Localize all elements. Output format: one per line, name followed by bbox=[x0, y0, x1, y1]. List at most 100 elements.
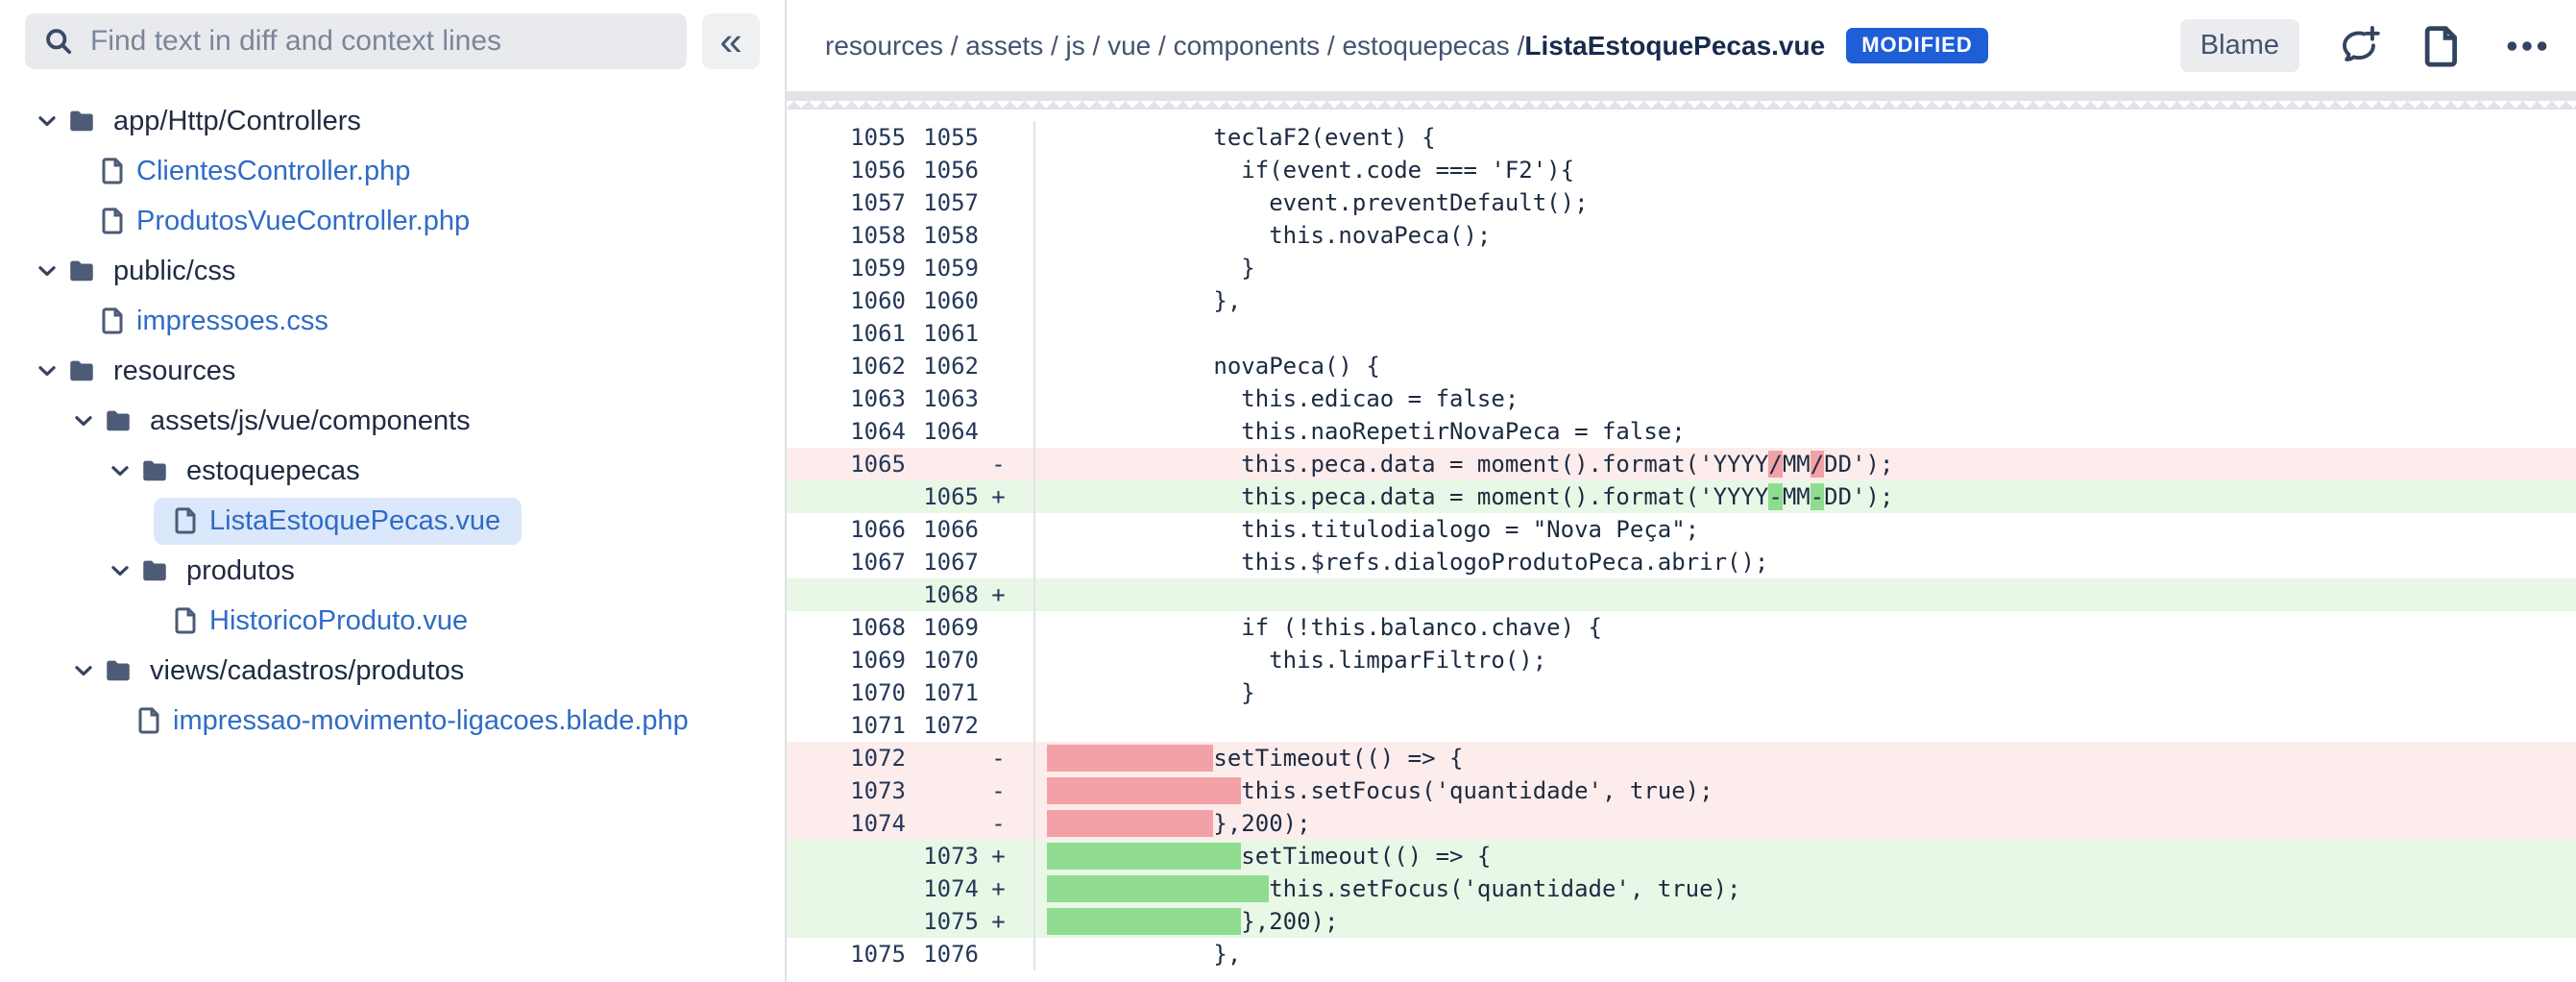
tree-file-link[interactable]: impressao-movimento-ligacoes.blade.php bbox=[173, 704, 689, 736]
view-source-button[interactable] bbox=[2418, 20, 2467, 72]
tree-folder-row[interactable]: assets/js/vue/components bbox=[0, 396, 785, 446]
new-line-number[interactable]: 1071 bbox=[923, 679, 979, 706]
more-options-button[interactable] bbox=[2499, 21, 2555, 71]
tree-file[interactable]: HistoricoProduto.vue bbox=[154, 598, 489, 645]
tree-file-link[interactable]: ListaEstoquePecas.vue bbox=[209, 504, 501, 536]
old-line-number[interactable]: 1067 bbox=[850, 549, 906, 576]
new-line-number[interactable] bbox=[906, 774, 979, 807]
diff-search-box[interactable] bbox=[25, 13, 687, 69]
tree-file[interactable]: impressoes.css bbox=[81, 298, 350, 345]
tree-file[interactable]: impressao-movimento-ligacoes.blade.php bbox=[117, 698, 710, 745]
old-line-number[interactable]: 1060 bbox=[850, 287, 906, 314]
old-line-number[interactable]: 1070 bbox=[850, 679, 906, 706]
old-line-number[interactable]: 1071 bbox=[850, 712, 906, 739]
chevron-down-icon[interactable] bbox=[71, 658, 96, 683]
old-line-number[interactable]: 1063 bbox=[850, 385, 906, 412]
new-line-number[interactable]: 1058 bbox=[923, 222, 979, 249]
add-comment-button[interactable] bbox=[2332, 21, 2386, 71]
old-line-number[interactable]: 1057 bbox=[850, 189, 906, 216]
old-line-number[interactable]: 1059 bbox=[850, 255, 906, 282]
tree-file-row[interactable]: impressoes.css bbox=[0, 296, 785, 346]
old-line-number[interactable]: 1062 bbox=[850, 353, 906, 380]
new-line-number[interactable] bbox=[906, 742, 979, 774]
new-line-number[interactable]: 1063 bbox=[923, 385, 979, 412]
tree-file-selected[interactable]: ListaEstoquePecas.vue bbox=[154, 497, 522, 545]
old-line-number[interactable]: 1069 bbox=[850, 647, 906, 674]
new-line-number[interactable]: 1072 bbox=[923, 712, 979, 739]
diff-row: 1073+ setTimeout(() => { bbox=[787, 840, 2576, 872]
new-line-number[interactable]: 1055 bbox=[923, 124, 979, 151]
new-line-number[interactable]: 1075 bbox=[923, 908, 979, 935]
old-line-number[interactable] bbox=[802, 840, 906, 872]
old-line-number[interactable] bbox=[802, 905, 906, 938]
collapse-sidebar-button[interactable]: « bbox=[702, 13, 760, 69]
tree-folder-row[interactable]: views/cadastros/produtos bbox=[0, 646, 785, 696]
new-line-number[interactable]: 1076 bbox=[923, 941, 979, 968]
tree-folder-row[interactable]: produtos bbox=[0, 546, 785, 596]
new-line-number[interactable]: 1069 bbox=[923, 614, 979, 641]
old-line-number[interactable]: 1066 bbox=[850, 516, 906, 543]
old-line-number[interactable]: 1065 bbox=[850, 451, 906, 478]
tree-file-link[interactable]: ClientesController.php bbox=[136, 155, 411, 186]
old-line-number[interactable]: 1055 bbox=[850, 124, 906, 151]
search-input[interactable] bbox=[88, 24, 669, 59]
tree-folder-row[interactable]: resources bbox=[0, 346, 785, 396]
old-line-number[interactable]: 1075 bbox=[850, 941, 906, 968]
diff-gutter: 1075 1076 bbox=[787, 938, 1035, 970]
diff-sign bbox=[979, 186, 1018, 219]
tree-file-link[interactable]: ProdutosVueController.php bbox=[136, 205, 471, 236]
tree-file-row[interactable]: impressao-movimento-ligacoes.blade.php bbox=[0, 696, 785, 746]
new-line-number[interactable]: 1057 bbox=[923, 189, 979, 216]
tree-folder-label: assets/js/vue/components bbox=[150, 405, 471, 436]
new-line-number[interactable] bbox=[906, 807, 979, 840]
old-line-number[interactable]: 1064 bbox=[850, 418, 906, 445]
code-line: if (!this.balanco.chave) { bbox=[1047, 614, 1602, 641]
old-line-number[interactable]: 1056 bbox=[850, 157, 906, 184]
tree-file-row[interactable]: HistoricoProduto.vue bbox=[0, 596, 785, 646]
old-line-number[interactable]: 1074 bbox=[850, 810, 906, 837]
tree-folder-row[interactable]: estoquepecas bbox=[0, 446, 785, 496]
new-line-number[interactable]: 1073 bbox=[923, 843, 979, 870]
chevron-down-icon[interactable] bbox=[35, 358, 60, 383]
chevron-down-icon[interactable] bbox=[35, 258, 60, 283]
diff-gutter: 1075+ bbox=[787, 905, 1035, 938]
collapsed-lines-expander[interactable] bbox=[787, 91, 2576, 110]
tree-file-row[interactable]: ProdutosVueController.php bbox=[0, 196, 785, 246]
new-line-number[interactable]: 1065 bbox=[923, 483, 979, 510]
new-line-number[interactable]: 1070 bbox=[923, 647, 979, 674]
blame-button[interactable]: Blame bbox=[2179, 19, 2299, 72]
old-line-number[interactable] bbox=[802, 480, 906, 513]
new-line-number[interactable]: 1074 bbox=[923, 875, 979, 902]
new-line-number[interactable]: 1060 bbox=[923, 287, 979, 314]
new-line-number[interactable]: 1066 bbox=[923, 516, 979, 543]
new-line-number[interactable]: 1061 bbox=[923, 320, 979, 347]
code-line: this.limparFiltro(); bbox=[1047, 647, 1547, 674]
tree-folder-row[interactable]: app/Http/Controllers bbox=[0, 96, 785, 146]
chevron-down-icon[interactable] bbox=[108, 558, 133, 583]
new-line-number[interactable]: 1064 bbox=[923, 418, 979, 445]
old-line-number[interactable] bbox=[802, 578, 906, 611]
tree-file[interactable]: ProdutosVueController.php bbox=[81, 198, 491, 245]
tree-file-row[interactable]: ClientesController.php bbox=[0, 146, 785, 196]
new-line-number[interactable]: 1059 bbox=[923, 255, 979, 282]
new-line-number[interactable]: 1068 bbox=[923, 581, 979, 608]
new-line-number[interactable]: 1067 bbox=[923, 549, 979, 576]
old-line-number[interactable]: 1061 bbox=[850, 320, 906, 347]
tree-file-link[interactable]: impressoes.css bbox=[136, 305, 328, 336]
chevron-down-icon[interactable] bbox=[35, 109, 60, 134]
old-line-number[interactable] bbox=[802, 872, 906, 905]
old-line-number[interactable]: 1073 bbox=[850, 777, 906, 804]
new-line-number[interactable]: 1062 bbox=[923, 353, 979, 380]
new-line-number[interactable] bbox=[906, 448, 979, 480]
old-line-number[interactable]: 1072 bbox=[850, 745, 906, 772]
diff-panel: resources / assets / js / vue / componen… bbox=[787, 0, 2576, 982]
old-line-number[interactable]: 1058 bbox=[850, 222, 906, 249]
new-line-number[interactable]: 1056 bbox=[923, 157, 979, 184]
tree-file[interactable]: ClientesController.php bbox=[81, 148, 431, 195]
chevron-down-icon[interactable] bbox=[108, 458, 133, 483]
tree-file-row[interactable]: ListaEstoquePecas.vue bbox=[0, 496, 785, 546]
tree-file-link[interactable]: HistoricoProduto.vue bbox=[209, 604, 469, 636]
tree-folder-row[interactable]: public/css bbox=[0, 246, 785, 296]
old-line-number[interactable]: 1068 bbox=[850, 614, 906, 641]
chevron-down-icon[interactable] bbox=[71, 408, 96, 433]
